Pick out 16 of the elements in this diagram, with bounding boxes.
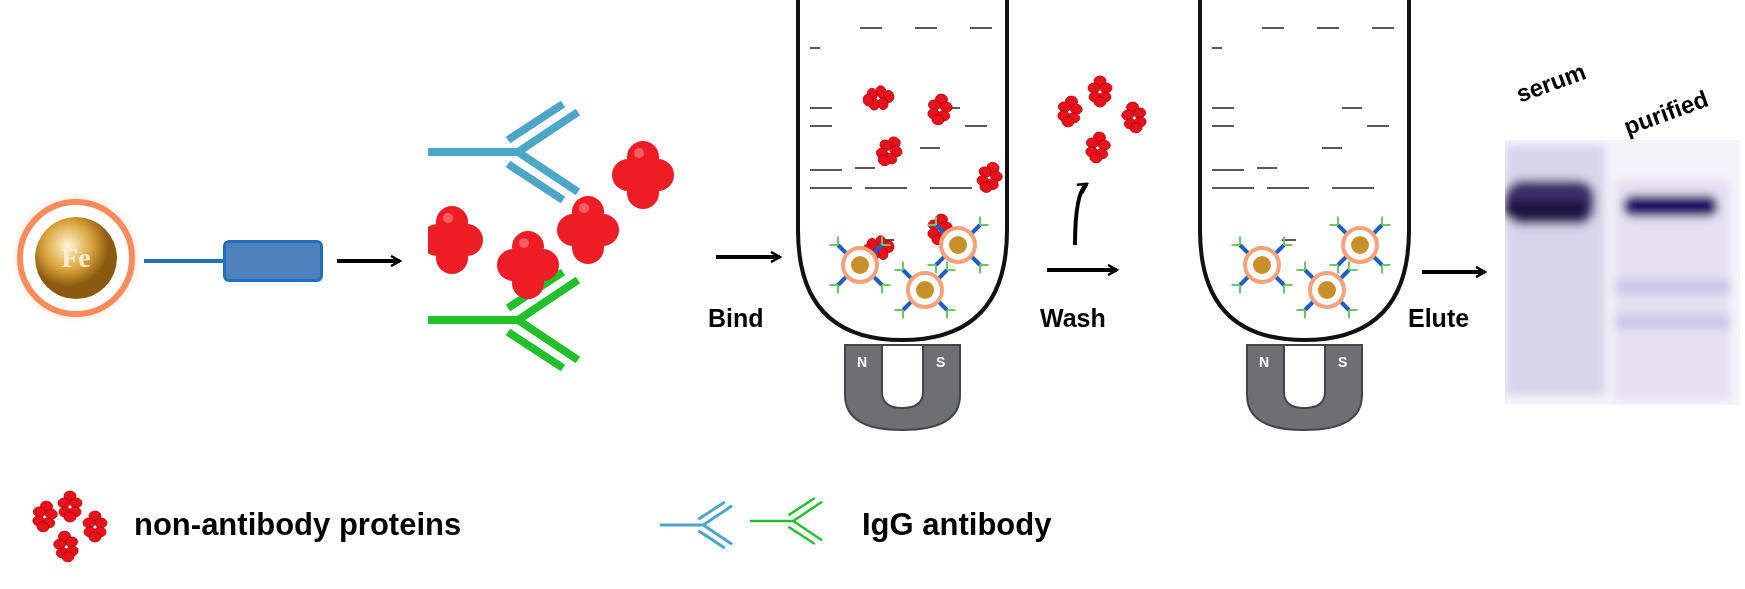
arrow — [1422, 265, 1487, 279]
edge-label: Wash — [1040, 303, 1106, 334]
element-label: Fe — [61, 241, 91, 275]
magnet-pole-label: S — [1338, 353, 1348, 372]
magnet-pole-label: S — [936, 353, 946, 372]
magnet-pole-label: N — [857, 353, 868, 372]
edge-label: Elute — [1408, 303, 1470, 334]
arrow — [1047, 263, 1119, 277]
magnet-pole-label: N — [1259, 353, 1270, 372]
edge-label: Bind — [708, 303, 764, 334]
legend-label: non-antibody proteins — [134, 505, 462, 544]
legend-label: IgG antibody — [862, 505, 1052, 544]
lane-label: serum — [1511, 56, 1591, 110]
arrow — [337, 254, 402, 268]
arrow — [1073, 182, 1089, 246]
arrow — [716, 250, 782, 264]
